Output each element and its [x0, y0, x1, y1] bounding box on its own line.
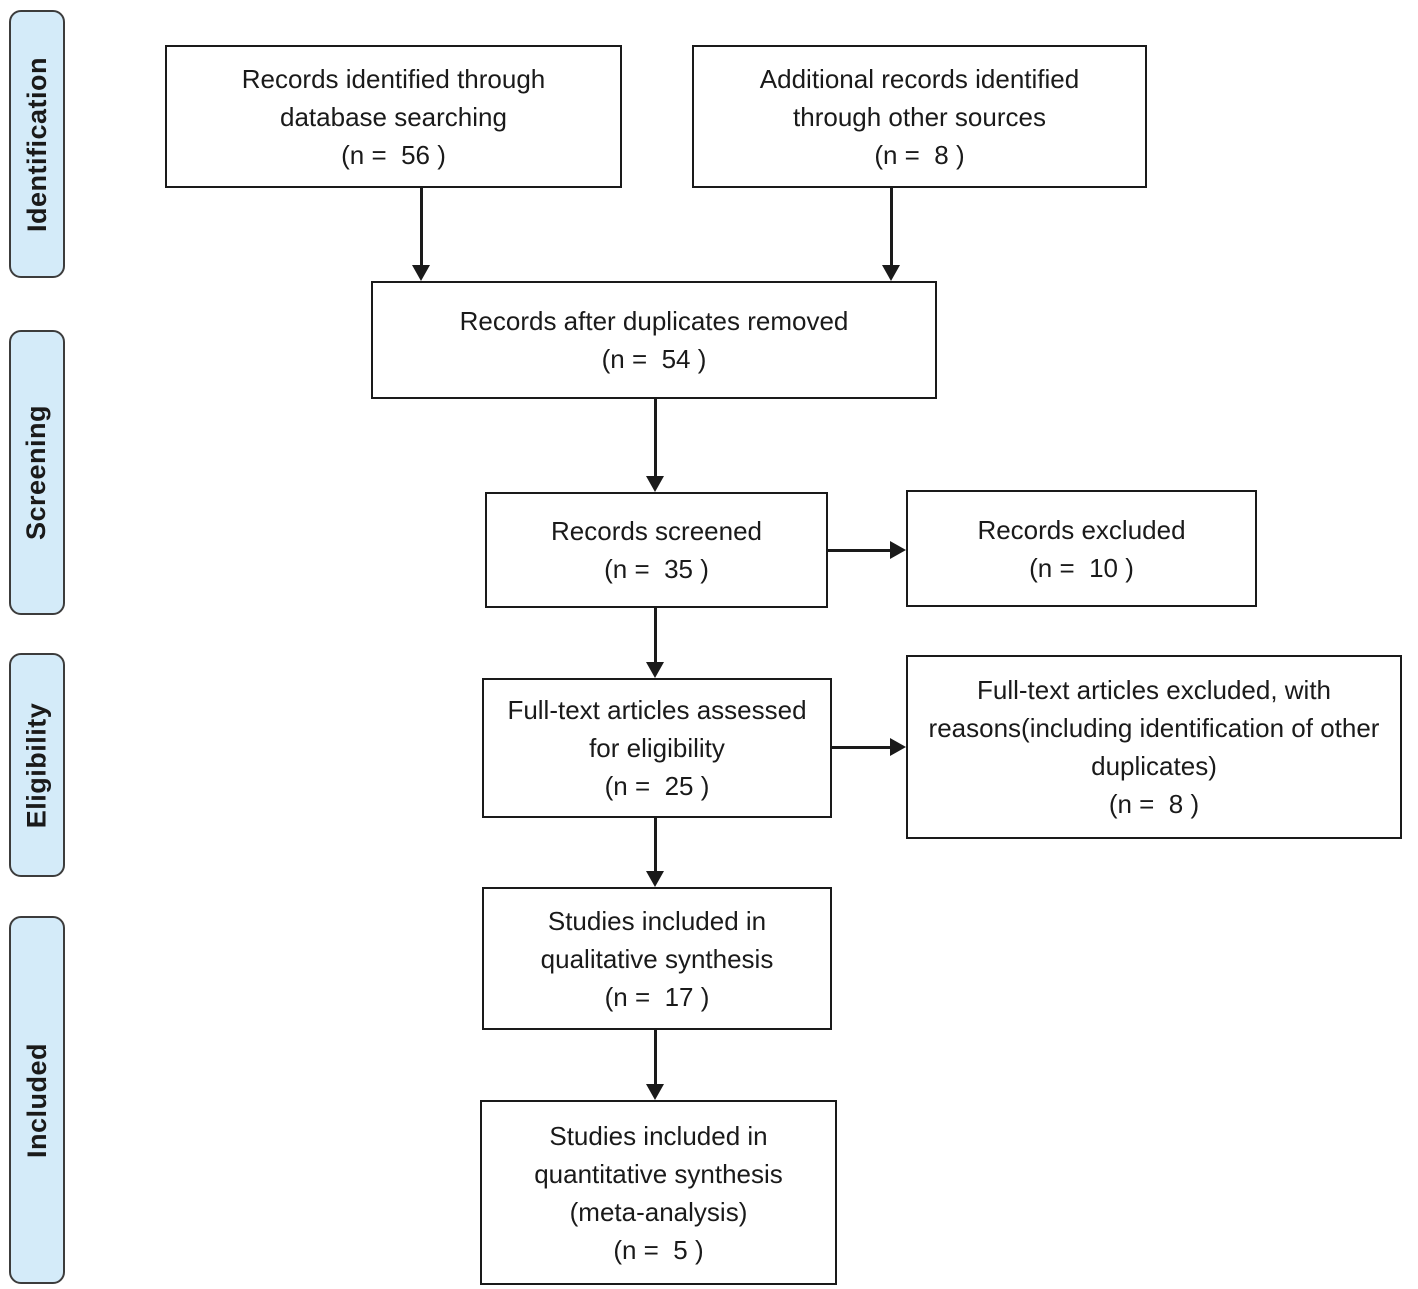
node-text-line: Records excluded — [977, 514, 1186, 545]
node-text-line: Records identified through — [241, 63, 546, 94]
node-count-line: (n = 10 ) — [1029, 552, 1134, 583]
node-qualitative-synthesis: Studies included in qualitative synthesi… — [482, 887, 832, 1030]
node-text-line: Full-text articles excluded, with — [976, 675, 1332, 705]
node-count-line: (n = 25 ) — [604, 771, 710, 801]
stage-label-text: Included — [21, 1042, 52, 1158]
node-records-screened: Records screened (n = 35 ) — [485, 492, 828, 608]
node-text-line: Studies included in — [549, 1120, 768, 1151]
node-text-line: through other sources — [793, 101, 1046, 132]
node-text-line: Additional records identified — [759, 63, 1080, 94]
node-count-line: (n = 17 ) — [604, 981, 710, 1012]
node-fulltext-excluded: Full-text articles excluded, with reason… — [906, 655, 1402, 839]
node-count-line: (n = 35 ) — [604, 554, 709, 584]
node-text-line: Studies included in — [547, 905, 767, 936]
node-additional-records: Additional records identified through ot… — [692, 45, 1147, 188]
node-text-line: database searching — [280, 101, 507, 132]
stage-label-eligibility: Eligibility — [9, 653, 65, 877]
node-text-line: qualitative synthesis — [540, 943, 774, 974]
node-count-line: (n = 8 ) — [874, 139, 965, 170]
node-text-line: Records after duplicates removed — [459, 306, 849, 336]
node-count-line: (n = 8 ) — [1108, 789, 1200, 819]
node-records-identified: Records identified through database sear… — [165, 45, 622, 188]
stage-label-screening: Screening — [9, 330, 65, 615]
node-text-line: quantitative synthesis — [534, 1158, 783, 1189]
node-text-line: for eligibility — [589, 733, 725, 763]
node-fulltext-assessed: Full-text articles assessed for eligibil… — [482, 678, 832, 818]
stage-label-text: Identification — [21, 56, 52, 232]
stage-label-text: Screening — [21, 404, 52, 541]
node-text-line: Records screened — [551, 516, 762, 546]
node-quantitative-synthesis: Studies included in quantitative synthes… — [480, 1100, 837, 1285]
node-text-line: (meta-analysis) — [569, 1196, 748, 1227]
node-count-line: (n = 54 ) — [601, 344, 707, 374]
node-count-line: (n = 56 ) — [341, 139, 446, 170]
stage-label-included: Included — [9, 916, 65, 1284]
node-text-line: reasons(including identification of othe… — [928, 713, 1380, 743]
node-count-line: (n = 5 ) — [613, 1234, 704, 1265]
stage-label-identification: Identification — [9, 10, 65, 278]
node-text-line: Full-text articles assessed — [507, 695, 807, 725]
node-after-duplicates: Records after duplicates removed (n = 54… — [371, 281, 937, 399]
node-records-excluded: Records excluded (n = 10 ) — [906, 490, 1257, 607]
stage-label-text: Eligibility — [21, 702, 52, 828]
node-text-line: duplicates) — [1091, 751, 1217, 781]
